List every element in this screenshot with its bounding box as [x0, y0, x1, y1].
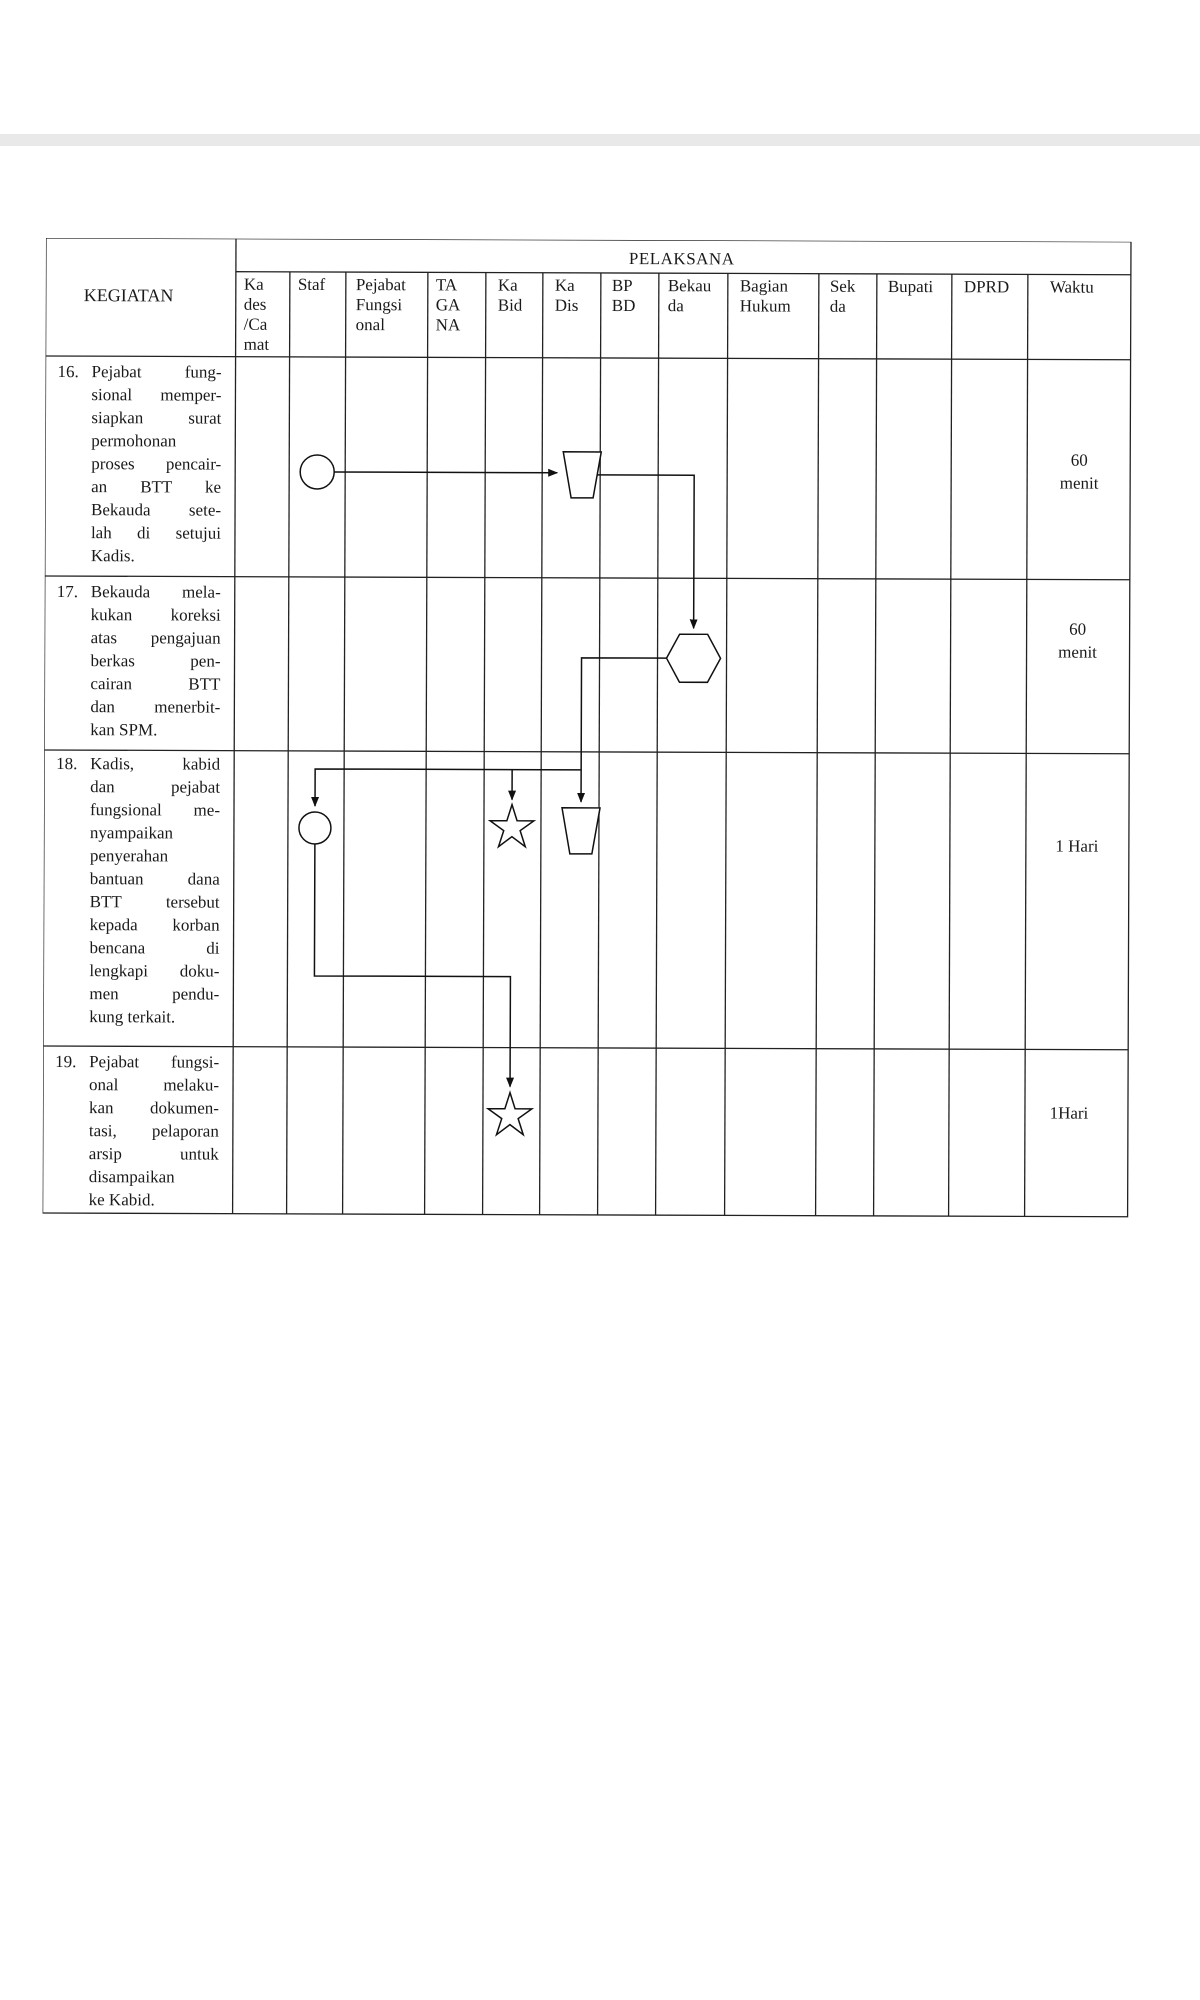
activity-16: 16. Pejabat fung-sional memper-siapkan s… [57, 362, 222, 566]
flow-arrow [577, 657, 667, 803]
flow-arrow [334, 468, 559, 477]
star-icon [485, 1090, 535, 1137]
header-bupati: Bupati [887, 276, 934, 297]
header-staf: Staf [297, 274, 326, 294]
circle-icon [298, 811, 332, 845]
col-line [872, 273, 878, 1216]
col-line [1023, 274, 1029, 1217]
kegiatan-header: KEGIATAN [83, 285, 174, 306]
flow-arrow [313, 843, 515, 1088]
flow-arrow [311, 768, 582, 807]
header-waktu: Waktu [1049, 277, 1094, 297]
circle-icon [299, 454, 335, 490]
row-line [44, 749, 1130, 755]
col-line [341, 272, 347, 1215]
col-line [654, 273, 660, 1216]
col-line [723, 273, 729, 1216]
col-line [481, 272, 487, 1215]
row-line [43, 1045, 1129, 1051]
col-line [423, 272, 429, 1215]
col-line [596, 272, 602, 1215]
hexagon-icon [665, 633, 722, 684]
trapezoid-icon [562, 451, 603, 499]
waktu-18: 1 Hari [1055, 836, 1099, 856]
star-icon [487, 802, 537, 849]
waktu-19: 1Hari [1049, 1103, 1089, 1123]
flowchart-grid [42, 238, 1132, 1218]
scan-top-band [0, 134, 1200, 146]
header-dprd: DPRD [963, 277, 1010, 297]
pelaksana-subheader-line [235, 271, 1131, 276]
table-border [42, 238, 1132, 1218]
flow-arrow [597, 474, 698, 630]
header-bottom-line [45, 355, 1131, 361]
pelaksana-header: PELAKSANA [628, 249, 735, 269]
row-line [44, 575, 1130, 581]
col-line [814, 273, 820, 1216]
activity-19: 19. Pejabat fungsi-onal melaku-kan dokum… [55, 1052, 220, 1210]
col-line [947, 274, 953, 1217]
col-line [285, 271, 291, 1214]
kegiatan-column-divider [231, 238, 237, 1214]
col-line [538, 272, 544, 1215]
trapezoid-icon [561, 807, 601, 855]
